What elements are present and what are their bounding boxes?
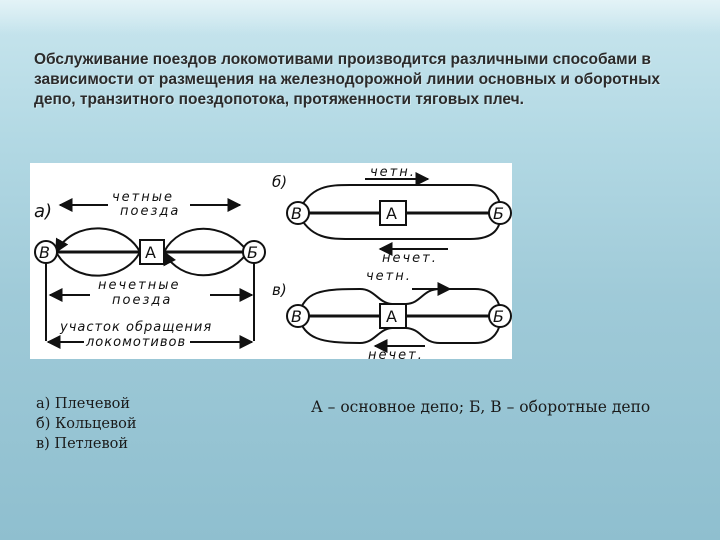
- scheme-v-loop-top: [297, 287, 503, 317]
- method-item-shoulder: а) Плечевой: [36, 396, 131, 412]
- scheme-b-odd-label: нечет.: [382, 251, 438, 266]
- scheme-b-ring-bottom: [297, 212, 503, 240]
- slide-title: Обслуживание поездов локомотивами произв…: [34, 51, 661, 108]
- scheme-b-depot-v-label: В: [291, 204, 302, 223]
- method-item-ring: б) Кольцевой: [36, 416, 137, 432]
- scheme-a-depot-a-label: А: [145, 243, 156, 262]
- scheme-b-depot-a: [379, 200, 407, 226]
- method-item-loop: в) Петлевой: [36, 436, 129, 452]
- scheme-v-loop-bottom: [297, 315, 503, 345]
- top-band: [0, 0, 720, 34]
- scheme-v-depot-v-label: В: [291, 307, 302, 326]
- scheme-v-depot-b-label: Б: [493, 307, 504, 326]
- scheme-a-even-label-2: поезда: [120, 204, 180, 219]
- scheme-v-odd-label: нечет.: [368, 348, 424, 359]
- locomotive-service-diagram: а) четные поезда В А Б нечетные поезда у…: [30, 163, 512, 359]
- scheme-v-depot-a-label: А: [386, 307, 397, 326]
- scheme-b-depot-b: [488, 201, 512, 225]
- scheme-v-depot-a: [379, 303, 407, 329]
- scheme-b-depot-v: [286, 201, 310, 225]
- scheme-a-odd-label-2: поезда: [112, 293, 172, 308]
- scheme-b: б) четн. В А Б нечет.: [272, 165, 512, 266]
- scheme-a-label: а): [34, 201, 52, 222]
- scheme-a-depot-v-label: В: [39, 243, 50, 262]
- depot-legend: А – основное депо; Б, В – оборотные депо: [311, 398, 651, 416]
- scheme-v-depot-v: [286, 304, 310, 328]
- scheme-b-depot-a-label: А: [386, 204, 397, 223]
- scheme-a: а) четные поезда В А Б нечетные поезда у…: [34, 190, 266, 350]
- scheme-v-even-label: четн.: [366, 269, 412, 284]
- scheme-a-footer-1: участок обращения: [59, 320, 212, 335]
- method-list: а) Плечевой б) Кольцевой в) Петлевой: [36, 394, 276, 454]
- scheme-b-ring-top: [297, 184, 503, 214]
- scheme-v: в) четн. В А Б нечет.: [272, 269, 512, 359]
- scheme-b-label: б): [272, 173, 287, 191]
- scheme-v-depot-b: [488, 304, 512, 328]
- scheme-a-odd-label-1: нечетные: [98, 278, 181, 293]
- scheme-b-even-label: четн.: [370, 165, 416, 180]
- scheme-a-even-label-1: четные: [112, 190, 174, 205]
- scheme-a-footer-2: локомотивов: [85, 335, 186, 350]
- scheme-a-depot-a: [139, 239, 165, 265]
- scheme-b-depot-b-label: Б: [493, 204, 504, 223]
- scheme-v-label: в): [272, 281, 287, 299]
- scheme-a-depot-b-label: Б: [247, 243, 258, 262]
